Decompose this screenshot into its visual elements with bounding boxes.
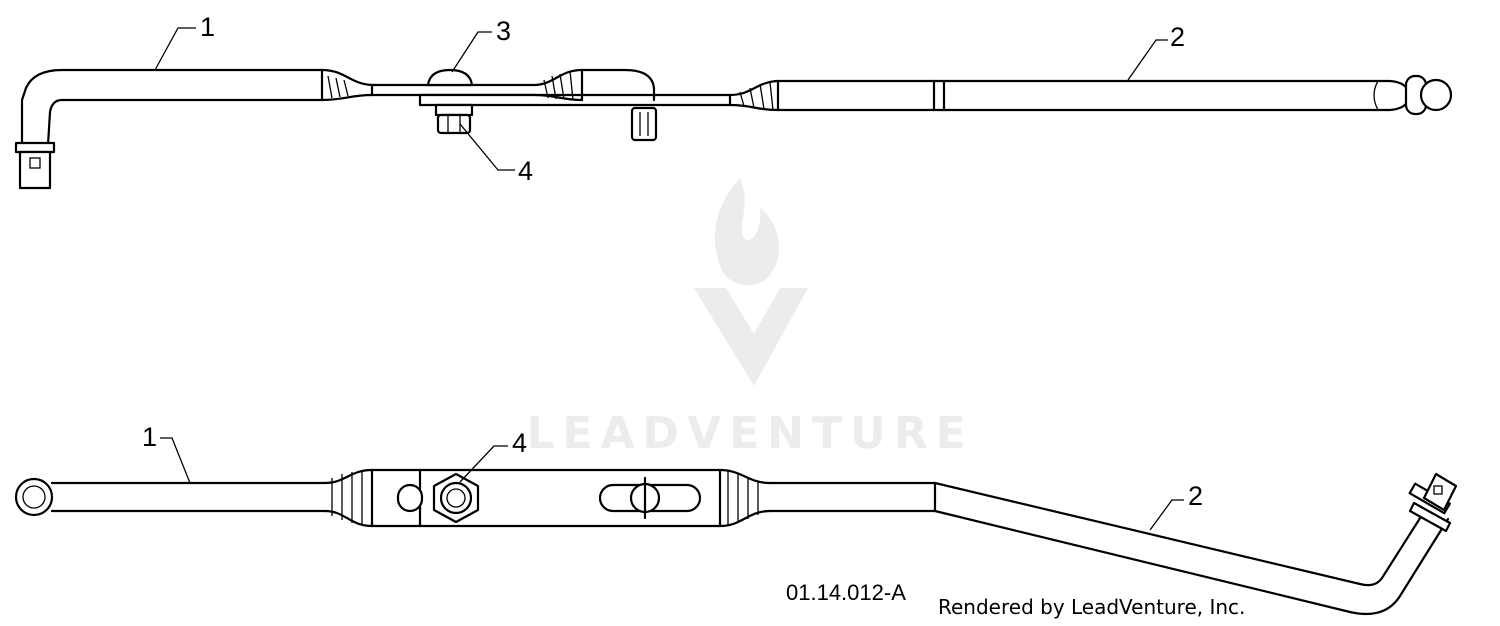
bottom-nut-part-4 <box>432 472 480 524</box>
watermark-flame-icon <box>714 178 780 286</box>
render-credit: Rendered by LeadVenture, Inc. <box>938 595 1245 619</box>
watermark-text: LEADVENTURE <box>526 408 973 459</box>
top-leader-2 <box>1127 39 1168 81</box>
top-view-assembly: 1 3 4 2 <box>14 12 1453 190</box>
top-center-plate <box>370 68 732 142</box>
callout-top-4: 4 <box>518 156 533 186</box>
top-nut-part-4 <box>434 103 474 135</box>
top-leader-3 <box>451 31 492 73</box>
bottom-leader-2 <box>1149 499 1184 531</box>
drawing-code: 01.14.012-A <box>786 580 906 605</box>
bottom-rod-part-2 <box>718 468 1458 616</box>
top-dome-bolt-part-3 <box>426 68 474 87</box>
top-rod-part-1 <box>14 68 374 190</box>
callout-bottom-4: 4 <box>512 428 527 458</box>
top-leader-1 <box>154 27 196 71</box>
bottom-rod-part-1 <box>14 468 374 528</box>
watermark: LEADVENTURE <box>526 178 973 459</box>
bottom-view-assembly: 1 4 2 <box>14 422 1458 616</box>
top-leader-4 <box>459 123 515 171</box>
bottom-center-plate <box>370 468 722 528</box>
callout-bottom-1: 1 <box>142 422 157 452</box>
callout-bottom-2: 2 <box>1188 481 1203 511</box>
callout-top-3: 3 <box>496 16 511 46</box>
bottom-leader-1 <box>160 437 191 484</box>
callout-top-2: 2 <box>1170 22 1185 52</box>
bottom-leader-4 <box>459 445 508 483</box>
callout-top-1: 1 <box>200 12 215 42</box>
watermark-v-icon <box>694 288 808 386</box>
top-rod-part-2 <box>728 74 1453 116</box>
